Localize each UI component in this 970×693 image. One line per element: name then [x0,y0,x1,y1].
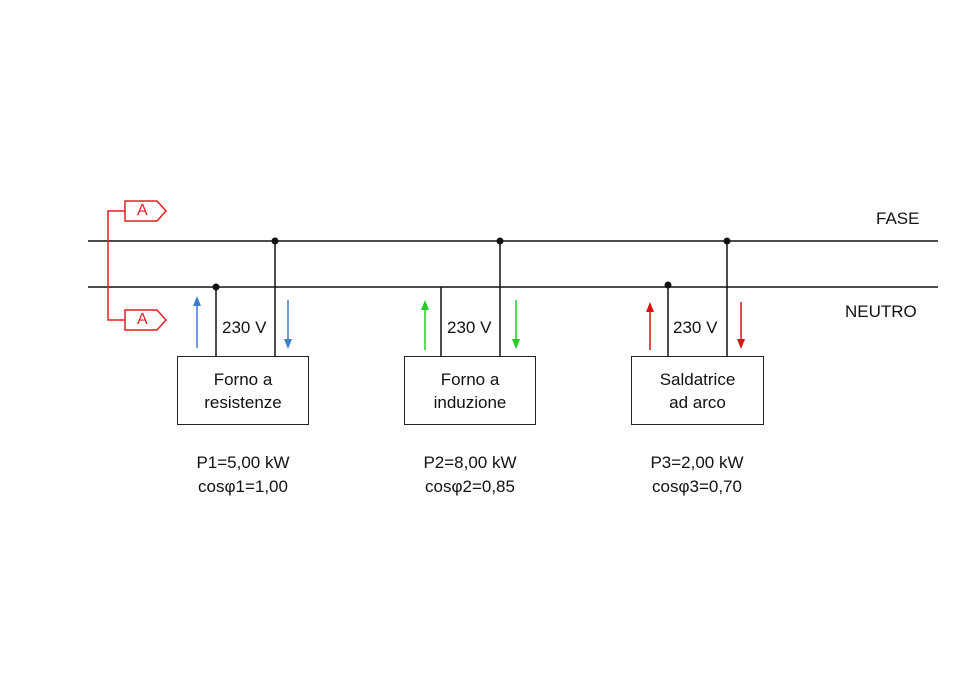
load-2-down-arrowhead [512,339,520,349]
load-3-power-factor: cosφ3=0,70 [652,477,742,496]
load-2-name-line1: Forno a [440,369,500,389]
load-3-box: Saldatrice ad arco [631,356,764,425]
load-1-voltage: 230 V [222,318,267,337]
load-3-name-line2: ad arco [669,392,726,412]
load-2-power-factor: cosφ2=0,85 [425,477,515,496]
load-3-down-arrowhead [737,339,745,349]
load-1-neutral-node [212,283,220,291]
load-3-power: P3=2,00 kW [650,453,744,472]
load-2-wiring [421,237,520,356]
load-1-wiring [193,237,292,356]
load-3-specs: P3=2,00 kW cosφ3=0,70 [612,451,782,499]
load-1-power-factor: cosφ1=1,00 [198,477,288,496]
ammeter-tag-bottom [124,309,168,331]
load-1-name-line2: resistenze [204,392,282,412]
ammeter-tag-top [124,200,168,222]
load-3-phase-node [723,237,731,245]
load-1-name-line1: Forno a [213,369,273,389]
load-2-up-arrowhead [421,300,429,310]
ammeter-group [107,200,168,331]
load-3-name-line1: Saldatrice [659,369,736,389]
load-2-phase-node [496,237,504,245]
ammeter-connector [107,210,125,321]
ammeter-top-label: A [137,202,148,219]
load-1-phase-node [271,237,279,245]
neutral-label: NEUTRO [845,302,917,321]
ammeter-bottom-label: A [137,311,148,328]
load-1-specs: P1=5,00 kW cosφ1=1,00 [158,451,328,499]
load-2-voltage: 230 V [447,318,492,337]
load-3-wiring [646,237,745,356]
load-2-specs: P2=8,00 kW cosφ2=0,85 [385,451,555,499]
phase-label: FASE [876,209,920,228]
load-1-down-arrowhead [284,339,292,349]
load-2-name-line2: induzione [433,392,507,412]
load-1-power: P1=5,00 kW [196,453,290,472]
load-3-neutral-node [664,281,672,289]
load-1-box: Forno a resistenze [177,356,309,425]
load-3-up-arrowhead [646,302,654,312]
load-3-voltage: 230 V [673,318,718,337]
load-2-box: Forno a induzione [404,356,536,425]
load-2-power: P2=8,00 kW [423,453,517,472]
load-1-up-arrowhead [193,296,201,306]
